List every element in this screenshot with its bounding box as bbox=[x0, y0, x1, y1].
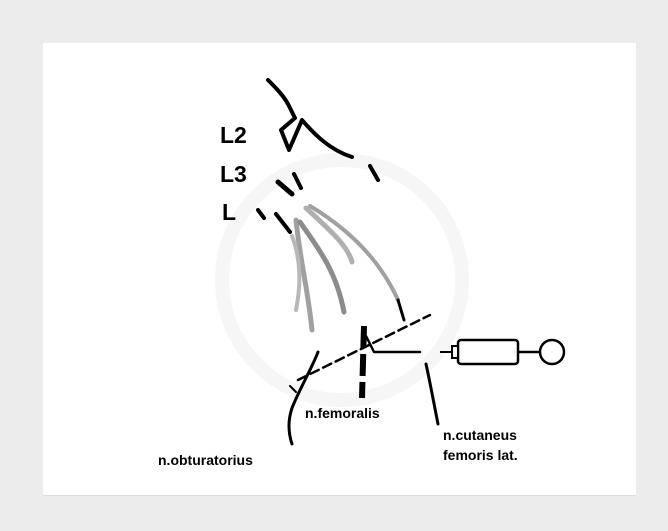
cutaneus-femoris-line bbox=[426, 364, 438, 424]
nerve-bundle-lateral-dark bbox=[398, 300, 404, 320]
syringe-icon bbox=[440, 340, 564, 364]
l4-root-dash bbox=[276, 214, 290, 232]
label-l2: L2 bbox=[220, 122, 247, 148]
label-cutaneus-line2: femoris lat. bbox=[443, 447, 518, 463]
label-l3: L3 bbox=[220, 161, 247, 187]
needle-path-line bbox=[366, 336, 420, 352]
plexus-zigzag-line bbox=[268, 80, 352, 157]
syringe-tip bbox=[452, 346, 458, 358]
l3-root-line bbox=[278, 182, 292, 194]
l4-root-line bbox=[258, 210, 264, 218]
label-femoralis: n.femoralis bbox=[305, 405, 380, 421]
label-cutaneus-line1: n.cutaneus bbox=[443, 427, 517, 443]
label-obturatorius: n.obturatorius bbox=[158, 452, 253, 468]
syringe-barrel bbox=[458, 340, 518, 364]
syringe-plunger-ring bbox=[540, 340, 564, 364]
femoral-nerve-line bbox=[362, 326, 364, 398]
label-l4: L bbox=[222, 199, 236, 225]
